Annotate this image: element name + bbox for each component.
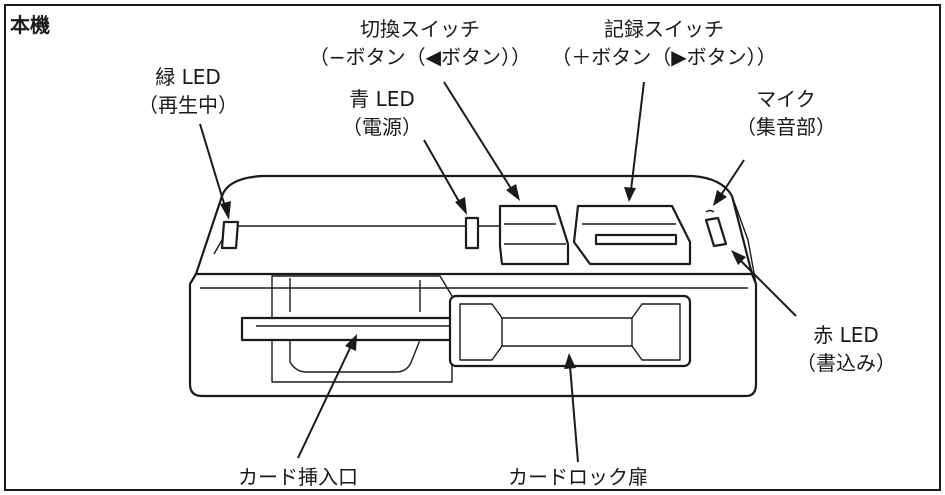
green-led (220, 220, 240, 250)
label-blue-led: 青 LED (349, 87, 415, 111)
red-led (704, 216, 728, 248)
label-green-led-sub: （再生中） (138, 93, 238, 117)
switch-record[interactable] (572, 204, 692, 266)
label-mic: マイク (756, 87, 816, 111)
label-card-slot: カード挿入口 (238, 465, 358, 489)
label-red-led: 赤 LED (813, 323, 879, 347)
label-blue-led-sub: （電源） (342, 115, 422, 139)
card-lock-door[interactable] (448, 294, 692, 368)
diagram-title: 本機 (10, 13, 50, 37)
label-mic-sub: （集音部） (736, 115, 836, 139)
switch-toggle[interactable] (498, 204, 570, 266)
label-red-led-sub: （書込み） (796, 351, 896, 375)
label-switch-toggle: 切換スイッチ (360, 17, 480, 41)
card-slot[interactable] (240, 275, 456, 383)
label-switch-record: 記録スイッチ (604, 17, 724, 41)
blue-led (464, 216, 480, 250)
label-card-lock-door: カードロック扉 (508, 465, 648, 489)
label-green-led: 緑 LED (155, 65, 221, 89)
device-body (188, 174, 758, 398)
label-switch-toggle-sub: （−ボタン（◀ボタン）） (309, 45, 531, 69)
label-switch-record-sub: （＋ボタン（▶ボタン）） (551, 45, 776, 69)
mic-hole (705, 209, 715, 213)
leader-lines (199, 81, 797, 463)
